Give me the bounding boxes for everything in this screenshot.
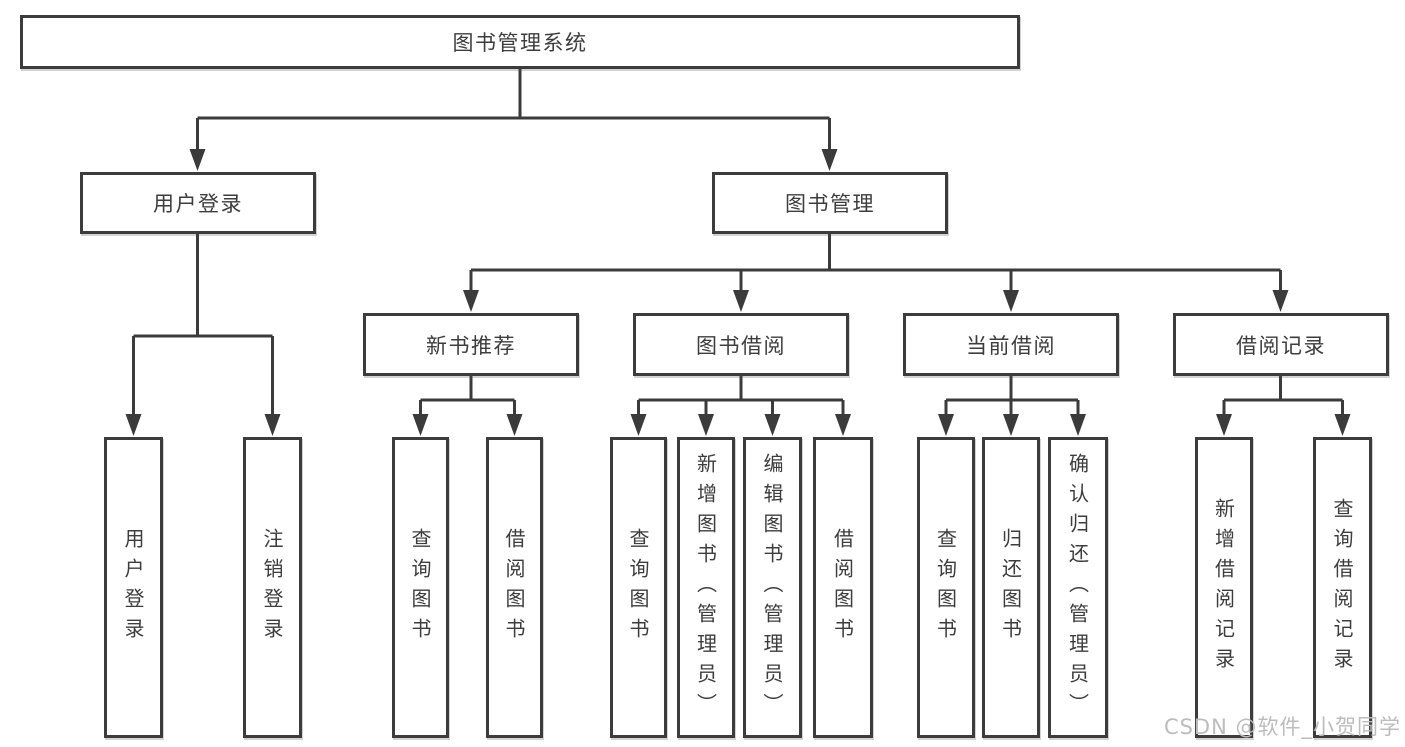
leaf-borrow-books: 借阅图书 (813, 437, 873, 738)
leaf-edit-book-admin: 编辑图书（管理员） (743, 437, 802, 738)
leaf-borrow-books-new: 借阅图书 (486, 437, 543, 738)
leaf-return-books: 归还图书 (982, 437, 1040, 738)
leaf-query-books-new: 查询图书 (392, 437, 449, 738)
node-new-book-recommendation: 新书推荐 (363, 313, 579, 376)
leaf-add-borrow-record: 新增借阅记录 (1195, 437, 1253, 738)
node-borrowing-records-label: 借阅记录 (1236, 333, 1326, 358)
leaf-user-login: 用户登录 (104, 437, 163, 738)
leaf-add-borrow-record-label: 新增借阅记录 (1211, 497, 1236, 678)
node-user-login: 用户登录 (80, 172, 316, 234)
node-book-borrowing-label: 图书借阅 (696, 333, 786, 358)
leaf-logout: 注销登录 (243, 437, 302, 738)
node-user-login-label: 用户登录 (153, 192, 243, 216)
node-current-borrowing: 当前借阅 (903, 313, 1119, 376)
leaf-query-books-new-label: 查询图书 (408, 527, 432, 648)
node-book-borrowing: 图书借阅 (633, 313, 849, 376)
node-current-borrowing-label: 当前借阅 (966, 333, 1056, 358)
leaf-query-books-borrow-label: 查询图书 (626, 527, 650, 648)
leaf-add-book-admin: 新增图书（管理员） (677, 437, 735, 738)
node-root-system: 图书管理系统 (20, 15, 1020, 69)
csdn-watermark: CSDN @软件_小贺同学 (1163, 715, 1401, 739)
leaf-query-books-current-label: 查询图书 (933, 527, 958, 648)
leaf-borrow-books-new-label: 借阅图书 (502, 527, 526, 648)
leaf-borrow-books-label: 借阅图书 (830, 527, 855, 648)
node-book-management: 图书管理 (712, 172, 948, 234)
node-new-book-recommendation-label: 新书推荐 (426, 333, 516, 358)
leaf-confirm-return-admin-label: 确认归还（管理员） (1065, 452, 1090, 723)
leaf-logout-label: 注销登录 (260, 527, 284, 648)
leaf-add-book-admin-label: 新增图书（管理员） (693, 452, 718, 723)
leaf-edit-book-admin-label: 编辑图书（管理员） (760, 452, 784, 723)
node-book-management-label: 图书管理 (785, 192, 875, 216)
node-borrowing-records: 借阅记录 (1173, 313, 1389, 376)
leaf-return-books-label: 归还图书 (998, 527, 1023, 648)
leaf-confirm-return-admin: 确认归还（管理员） (1048, 437, 1108, 738)
node-root-system-label: 图书管理系统 (452, 31, 588, 55)
leaf-query-books-borrow: 查询图书 (610, 437, 667, 738)
leaf-query-borrow-record-label: 查询借阅记录 (1330, 497, 1354, 678)
leaf-user-login-label: 用户登录 (121, 527, 145, 648)
leaf-query-borrow-record: 查询借阅记录 (1313, 437, 1372, 738)
leaf-query-books-current: 查询图书 (917, 437, 975, 738)
